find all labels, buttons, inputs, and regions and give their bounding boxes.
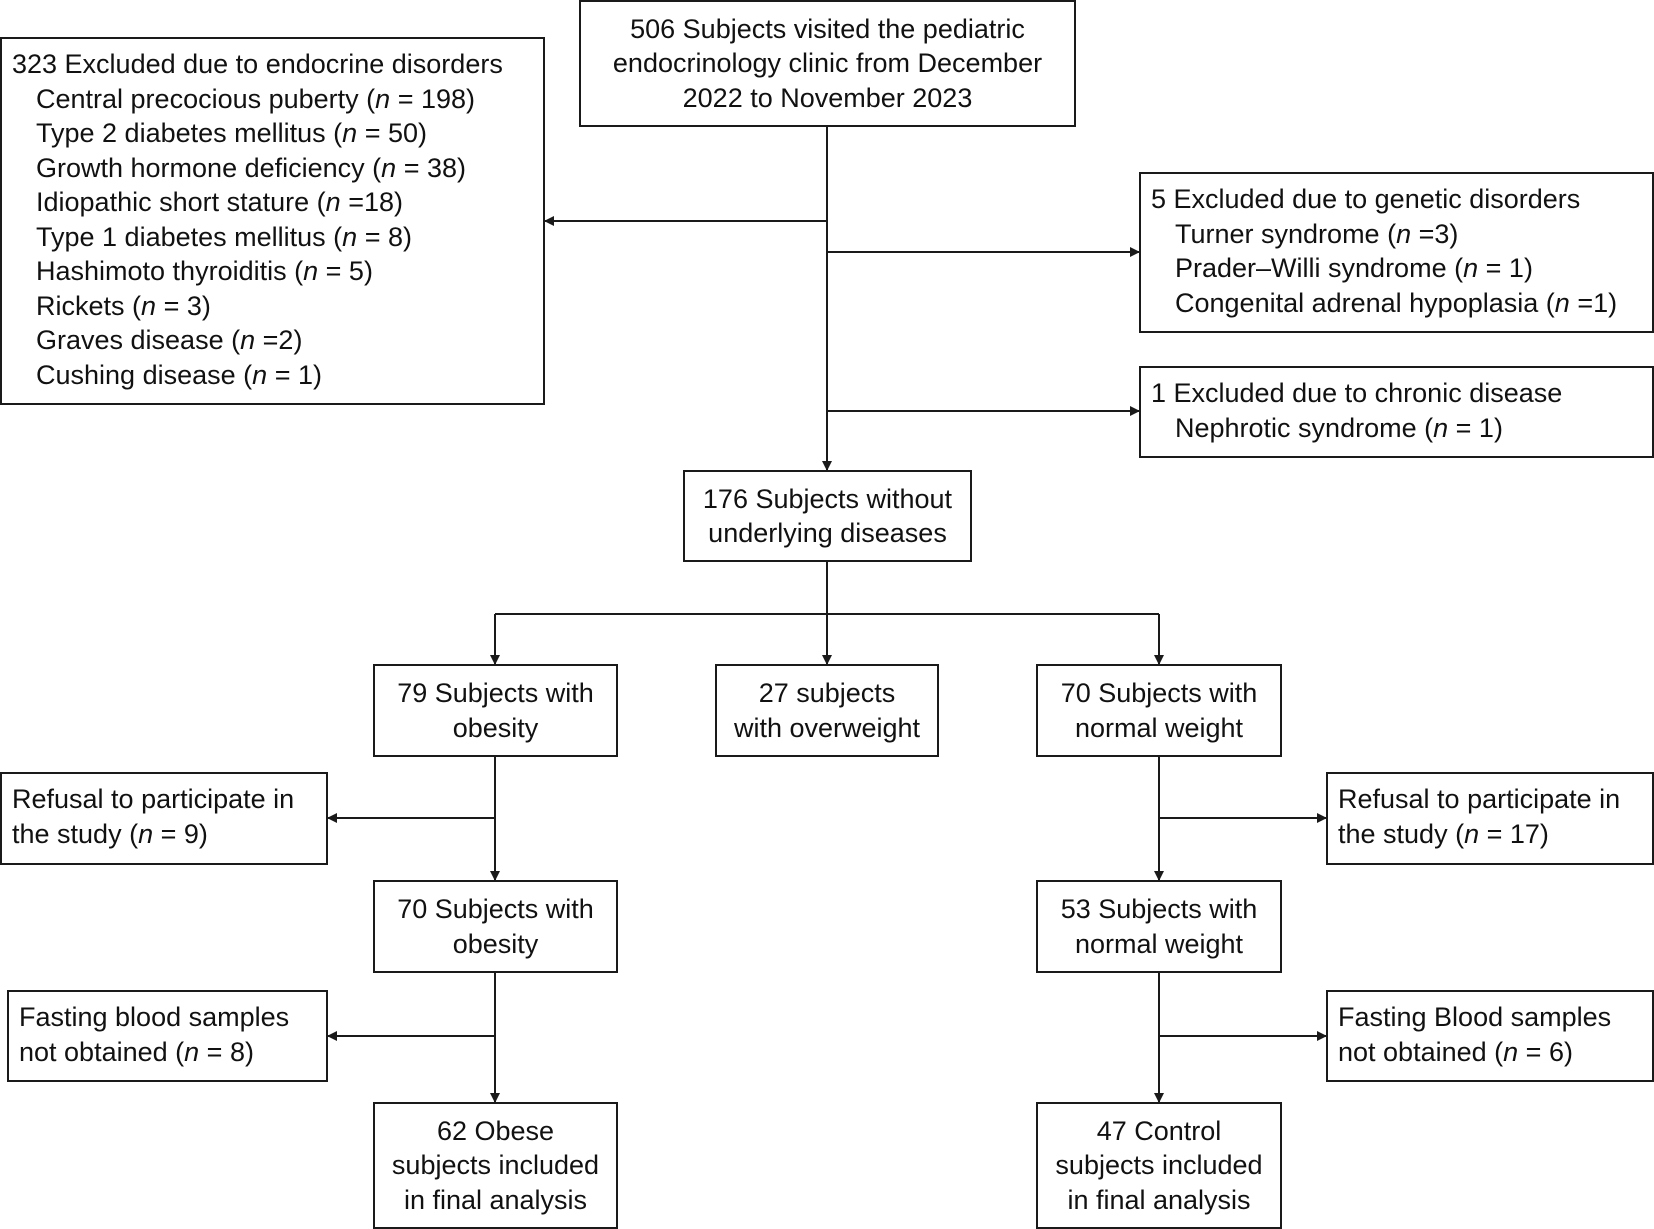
endocrine-exclusion-item: Graves disease (n =2): [36, 325, 303, 355]
n-symbol: n: [252, 359, 268, 390]
final-obese-line-2: subjects included: [391, 1150, 600, 1181]
endocrine-exclusion-item: Type 1 diabetes mellitus (n = 8): [36, 221, 413, 252]
normal-70-line-2: normal weight: [1074, 712, 1244, 743]
endocrine-exclusion-item: Rickets (n = 3): [36, 290, 211, 321]
n-symbol: n: [141, 290, 157, 321]
final-control-line-3: in final analysis: [1067, 1184, 1251, 1215]
endocrine-exclusion-node: 323 Excluded due to endocrine disorders …: [0, 37, 545, 405]
endocrine-exclusion-item: Idiopathic short stature (n =18): [36, 187, 404, 217]
start-line-1: 506 Subjects visited the pediatric: [630, 13, 1025, 44]
n-symbol: n: [342, 221, 358, 252]
n-symbol: n: [1464, 818, 1480, 849]
genetic-exclusion-item: Prader–Willi syndrome (n = 1): [1175, 253, 1533, 283]
chronic-heading: 1 Excluded due to chronic disease: [1151, 378, 1563, 408]
endocrine-exclusion-item: Type 2 diabetes mellitus (n = 50): [36, 118, 428, 148]
fasting-right-line-2: not obtained (n = 6): [1338, 1036, 1573, 1067]
start-line-3: 2022 to November 2023: [682, 82, 973, 113]
n-symbol: n: [184, 1036, 200, 1067]
fasting-left-line-2: not obtained (n = 8): [19, 1036, 254, 1067]
genetic-exclusion-node: 5 Excluded due to genetic disorders Turn…: [1139, 172, 1654, 333]
genetic-heading: 5 Excluded due to genetic disorders: [1151, 184, 1581, 214]
refusal-left-line-1: Refusal to participate in: [12, 784, 295, 814]
endocrine-exclusion-item: Cushing disease (n = 1): [36, 359, 322, 390]
fasting-right-line-1: Fasting Blood samples: [1338, 1002, 1612, 1032]
n-symbol: n: [1396, 218, 1412, 249]
n-symbol: n: [381, 152, 397, 183]
refusal-left-line-2: the study (n = 9): [12, 818, 208, 849]
n-symbol: n: [375, 83, 391, 114]
obesity-79-line-1: 79 Subjects with: [397, 678, 594, 708]
no-disease-line-2: underlying diseases: [708, 518, 947, 548]
obesity-79-line-2: obesity: [452, 712, 539, 743]
normal-70-node: 70 Subjects with normal weight: [1036, 664, 1282, 757]
final-obese-line-3: in final analysis: [403, 1184, 588, 1215]
fasting-left-node: Fasting blood samples not obtained (n = …: [7, 990, 328, 1082]
obesity-70-node: 70 Subjects with obesity: [373, 880, 618, 973]
start-node: 506 Subjects visited the pediatric endoc…: [579, 0, 1076, 127]
refusal-right-line-1: Refusal to participate in: [1338, 784, 1621, 814]
chronic-exclusion-node: 1 Excluded due to chronic disease Nephro…: [1139, 366, 1654, 458]
normal-53-node: 53 Subjects with normal weight: [1036, 880, 1282, 973]
normal-53-line-1: 53 Subjects with: [1060, 894, 1258, 924]
no-disease-line-1: 176 Subjects without: [702, 483, 953, 514]
genetic-list: Turner syndrome (n =3) Prader–Willi syndr…: [1151, 217, 1642, 321]
obesity-70-line-2: obesity: [452, 928, 539, 959]
final-obese-node: 62 Obese subjects included in final anal…: [373, 1102, 618, 1229]
obesity-70-line-1: 70 Subjects with: [397, 894, 594, 924]
start-line-2: endocrinology clinic from December: [612, 48, 1043, 79]
no-disease-node: 176 Subjects without underlying diseases: [683, 470, 972, 562]
endocrine-exclusion-item: Growth hormone deficiency (n = 38): [36, 152, 467, 183]
n-symbol: n: [138, 818, 154, 849]
genetic-exclusion-item: Turner syndrome (n =3): [1175, 218, 1459, 249]
n-symbol: n: [1503, 1036, 1519, 1067]
final-control-line-1: 47 Control: [1096, 1115, 1222, 1146]
overweight-27-line-1: 27 subjects: [758, 678, 896, 708]
endocrine-exclusion-item: Hashimoto thyroiditis (n = 5): [36, 256, 373, 286]
final-control-node: 47 Control subjects included in final an…: [1036, 1102, 1282, 1229]
n-symbol: n: [303, 256, 319, 286]
normal-53-line-2: normal weight: [1074, 928, 1244, 959]
endocrine-exclusion-item: Central precocious puberty (n = 198): [36, 83, 476, 114]
endocrine-list: Central precocious puberty (n = 198) Type…: [12, 82, 533, 393]
fasting-left-line-1: Fasting blood samples: [19, 1002, 290, 1032]
n-symbol: n: [1463, 253, 1479, 283]
chronic-exclusion-item: Nephrotic syndrome (n = 1): [1175, 412, 1503, 443]
chronic-list: Nephrotic syndrome (n = 1): [1151, 411, 1642, 446]
refusal-right-line-2: the study (n = 17): [1338, 818, 1549, 849]
refusal-left-node: Refusal to participate in the study (n =…: [0, 772, 328, 865]
refusal-right-node: Refusal to participate in the study (n =…: [1326, 772, 1654, 865]
fasting-right-node: Fasting Blood samples not obtained (n = …: [1326, 990, 1654, 1082]
overweight-27-node: 27 subjects with overweight: [715, 664, 939, 757]
endocrine-heading: 323 Excluded due to endocrine disorders: [12, 49, 503, 79]
n-symbol: n: [342, 118, 358, 148]
normal-70-line-1: 70 Subjects with: [1060, 678, 1258, 708]
final-obese-line-1: 62 Obese: [436, 1115, 555, 1146]
n-symbol: n: [325, 187, 341, 217]
n-symbol: n: [1554, 287, 1570, 318]
n-symbol: n: [240, 325, 256, 355]
overweight-27-line-2: with overweight: [733, 712, 921, 743]
final-control-line-2: subjects included: [1055, 1150, 1263, 1181]
genetic-exclusion-item: Congenital adrenal hypoplasia (n =1): [1175, 287, 1618, 318]
obesity-79-node: 79 Subjects with obesity: [373, 664, 618, 757]
n-symbol: n: [1433, 412, 1449, 443]
